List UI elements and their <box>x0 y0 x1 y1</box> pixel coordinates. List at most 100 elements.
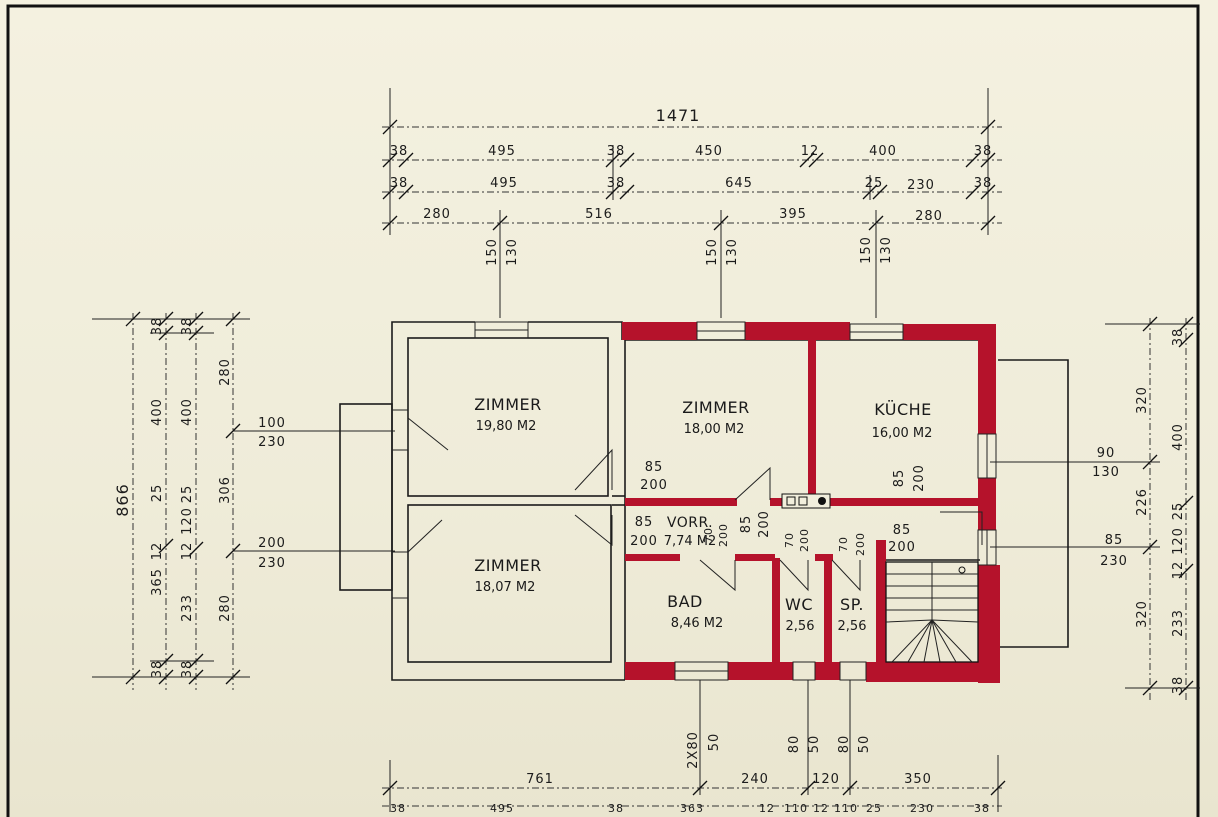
dim-label: 12 <box>150 542 165 561</box>
dim-label: 150 <box>859 236 874 264</box>
window-marks-left: 100 230 200 230 <box>258 416 286 571</box>
dim-label: 226 <box>1135 488 1150 516</box>
door-swings <box>407 417 983 592</box>
room-zimmer1-area: 19,80 M2 <box>476 419 537 434</box>
dim-left-col2: 38 400 25 120 12 233 38 <box>180 317 195 679</box>
room-bad-area: 8,46 M2 <box>671 616 724 631</box>
dim-label: 120 <box>1171 527 1186 555</box>
dim-label: 400 <box>1171 423 1186 451</box>
dim-label: 12 <box>1171 561 1186 580</box>
dim-label: 38 <box>607 144 626 159</box>
dim-label: 495 <box>490 176 518 191</box>
dim-label: 365 <box>150 568 165 596</box>
dim-left-col1: 38 400 25 12 365 38 <box>150 317 165 679</box>
dim-label: 38 <box>390 802 406 815</box>
dim-label: 233 <box>180 594 195 622</box>
dim-label: 230 <box>907 178 935 193</box>
room-vorr-area: 7,74 M2 <box>664 534 717 549</box>
dim-label: 230 <box>258 556 286 571</box>
dim-label: 400 <box>150 398 165 426</box>
dim-label: 450 <box>695 144 723 159</box>
dim-label: 395 <box>779 207 807 222</box>
right-dimension-chains <box>990 316 1200 700</box>
dim-label: 130 <box>1092 465 1120 480</box>
window-marks-right: 90 130 85 230 <box>1092 446 1128 569</box>
dim-label: 50 <box>707 733 722 752</box>
dim-label: 200 <box>912 464 927 492</box>
dim-label: 12 <box>813 802 829 815</box>
dim-label: 80 <box>837 735 852 754</box>
dim-label: 200 <box>258 536 286 551</box>
dim-label: 200 <box>757 510 772 538</box>
dim-label: 240 <box>741 772 769 787</box>
new-walls-red <box>622 322 1000 683</box>
dim-label: 200 <box>640 478 668 493</box>
left-dimension-chains <box>92 311 395 690</box>
dim-label: 200 <box>630 534 658 549</box>
dim-label: 230 <box>1100 554 1128 569</box>
dim-label: 80 <box>787 735 802 754</box>
dim-label: 120 <box>812 772 840 787</box>
dim-label: 70 <box>702 527 715 543</box>
dim-label: 2X80 <box>686 731 701 769</box>
dim-label: 495 <box>490 802 514 815</box>
room-bad-name: BAD <box>667 592 703 611</box>
room-wc-area: 2,56 <box>786 619 815 634</box>
room-wc-name: WC <box>785 595 813 614</box>
dim-label: 200 <box>888 540 916 555</box>
dim-label: 280 <box>423 207 451 222</box>
dim-label: 100 <box>258 416 286 431</box>
dim-label: 12 <box>801 144 820 159</box>
dim-label: 12 <box>180 542 195 561</box>
dim-label: 150 <box>485 238 500 266</box>
dim-right-col1: 320 226 320 <box>1135 386 1150 628</box>
dim-label: 280 <box>915 209 943 224</box>
west-annex <box>339 403 393 591</box>
dim-label: 25 <box>150 484 165 503</box>
dim-label: 230 <box>910 802 934 815</box>
room-labels: ZIMMER 19,80 M2 ZIMMER 18,00 M2 KÜCHE 16… <box>474 395 932 634</box>
dim-label: 400 <box>869 144 897 159</box>
bottom-dimension-chains <box>382 680 1006 812</box>
dim-label: 25 <box>866 802 882 815</box>
window-marks-bottom: 2X80 50 80 50 80 50 <box>686 731 872 769</box>
dim-label: 363 <box>680 802 704 815</box>
dim-label: 130 <box>505 238 520 266</box>
window-marks-top: 150 130 150 130 150 130 <box>485 236 894 266</box>
dim-label: 38 <box>390 176 409 191</box>
room-sp-area: 2,56 <box>838 619 867 634</box>
room-zimmer2-area: 18,00 M2 <box>684 422 745 437</box>
dim-label: 200 <box>717 523 730 547</box>
dim-label: 38 <box>974 176 993 191</box>
staircase-icon <box>885 561 979 663</box>
zimmer1-outline <box>407 337 609 497</box>
dim-label: 38 <box>150 660 165 679</box>
dim-label: 25 <box>1171 502 1186 521</box>
dim-top-total: 1471 <box>656 106 701 125</box>
dim-label: 130 <box>725 238 740 266</box>
room-zimmer1-name: ZIMMER <box>474 395 542 414</box>
dim-label: 400 <box>180 398 195 426</box>
dim-left-total: 866 <box>113 483 132 517</box>
room-kueche-area: 16,00 M2 <box>872 426 933 441</box>
stove-icon <box>781 493 831 509</box>
dim-label: 150 <box>705 238 720 266</box>
dim-label: 12 <box>759 802 775 815</box>
dim-bottom-row1: 761 240 120 350 <box>526 772 931 787</box>
dim-label: 38 <box>974 802 990 815</box>
dim-label: 85 <box>893 523 912 538</box>
dim-label: 495 <box>488 144 516 159</box>
dim-label: 306 <box>218 476 233 504</box>
windows <box>391 321 997 681</box>
dim-label: 50 <box>807 735 822 754</box>
dim-label: 38 <box>608 802 624 815</box>
dim-label: 85 <box>635 515 654 530</box>
dim-right-col2: 38 400 25 120 12 233 38 <box>1171 328 1186 695</box>
dim-label: 90 <box>1097 446 1116 461</box>
dim-label: 50 <box>857 735 872 754</box>
dim-label: 70 <box>837 536 850 552</box>
top-dimension-chains <box>382 88 1002 318</box>
dim-label: 38 <box>1171 676 1186 695</box>
